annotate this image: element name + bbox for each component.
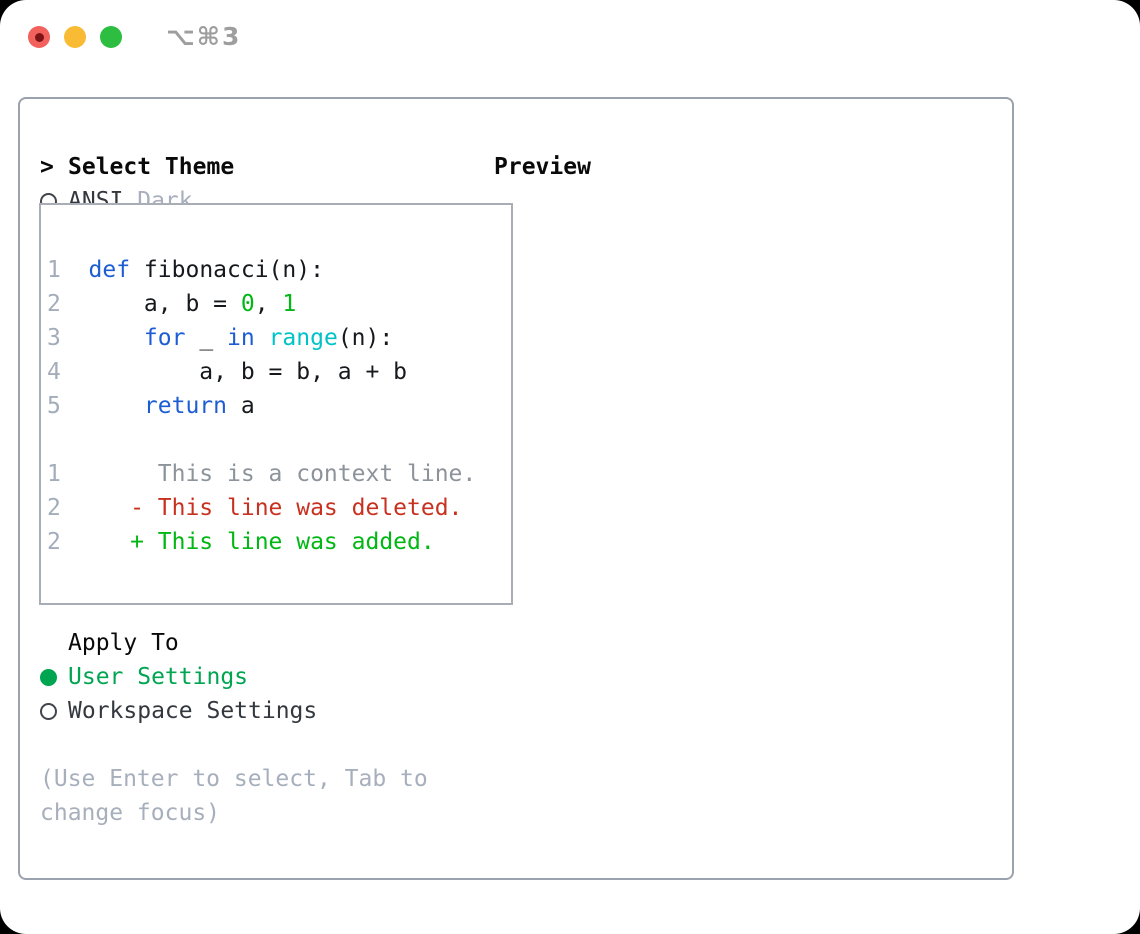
line-number: 2 (47, 495, 61, 521)
apply-option-workspace-settings[interactable]: Workspace Settings (40, 694, 470, 728)
radio-icon (40, 702, 57, 720)
theme-picker-panel: >Select Theme ANSIDarkAtom OneDarkAyuDar… (18, 97, 1014, 880)
minimize-button[interactable] (64, 26, 86, 48)
blank-line (47, 423, 511, 457)
token-fg: fibonacci(n): (130, 257, 324, 283)
code-line: 1 This is a context line. (47, 457, 511, 491)
token-fg: a (227, 393, 255, 419)
code-line: 2 + This line was added. (47, 525, 511, 559)
code-line: 4 a, b = b, a + b (47, 355, 511, 389)
line-number: 2 (47, 291, 61, 317)
apply-to-title: Apply To (68, 630, 179, 656)
option-label: User Settings (68, 664, 249, 690)
line-number: 2 (47, 529, 61, 555)
token-keyword: def (88, 257, 131, 283)
token-builtin: range (268, 325, 338, 351)
token-deleted: - This line was deleted. (88, 495, 463, 521)
hint-text: (Use Enter to select, Tab to change focu… (40, 766, 428, 826)
token-keyword: in (227, 325, 255, 351)
token-number: 0 (240, 291, 255, 317)
line-number: 3 (47, 325, 61, 351)
line-number: 1 (47, 461, 61, 487)
line-number: 4 (47, 359, 61, 385)
line-number: 1 (47, 257, 61, 283)
token-fg: , (254, 291, 283, 317)
token-fg: a, b = b, a + b (88, 359, 408, 385)
maximize-button[interactable] (100, 26, 122, 48)
close-button[interactable] (28, 26, 50, 48)
apply-to-header: Apply To (40, 626, 470, 660)
preview-title: Preview (494, 154, 591, 180)
code-line: 5 return a (47, 389, 511, 423)
close-dot-icon (34, 32, 44, 42)
token-keyword: for (143, 325, 186, 351)
code-line: 2 - This line was deleted. (47, 491, 511, 525)
token-context: This is a context line. (88, 461, 477, 487)
token-fg (255, 325, 269, 351)
token-fg: a, b = (88, 291, 241, 317)
line-number: 5 (47, 393, 61, 419)
token-added: + This line was added. (88, 529, 435, 555)
token-number: 1 (282, 291, 297, 317)
window-title: ⌥⌘3 (166, 22, 242, 51)
token-fg (89, 325, 144, 351)
token-fg: (n): (337, 325, 394, 351)
select-theme-title: Select Theme (68, 154, 235, 180)
code-line: 2 a, b = 0, 1 (47, 287, 511, 321)
titlebar: ⌥⌘3 (0, 0, 1140, 75)
radio-selected-icon (40, 668, 57, 686)
option-label: Workspace Settings (68, 698, 318, 724)
apply-option-user-settings[interactable]: User Settings (40, 660, 470, 694)
traffic-lights (28, 26, 122, 48)
token-keyword: return (143, 393, 228, 419)
select-theme-header: > Select Theme (40, 150, 470, 184)
token-fg: _ (185, 325, 228, 351)
code-line: 1 def fibonacci(n): (47, 253, 511, 287)
spacer (40, 728, 470, 762)
code-line: 3 for _ in range(n): (47, 321, 511, 355)
preview-column: Preview (494, 150, 591, 184)
token-fg (89, 393, 144, 419)
cursor-indicator: > (40, 154, 54, 180)
